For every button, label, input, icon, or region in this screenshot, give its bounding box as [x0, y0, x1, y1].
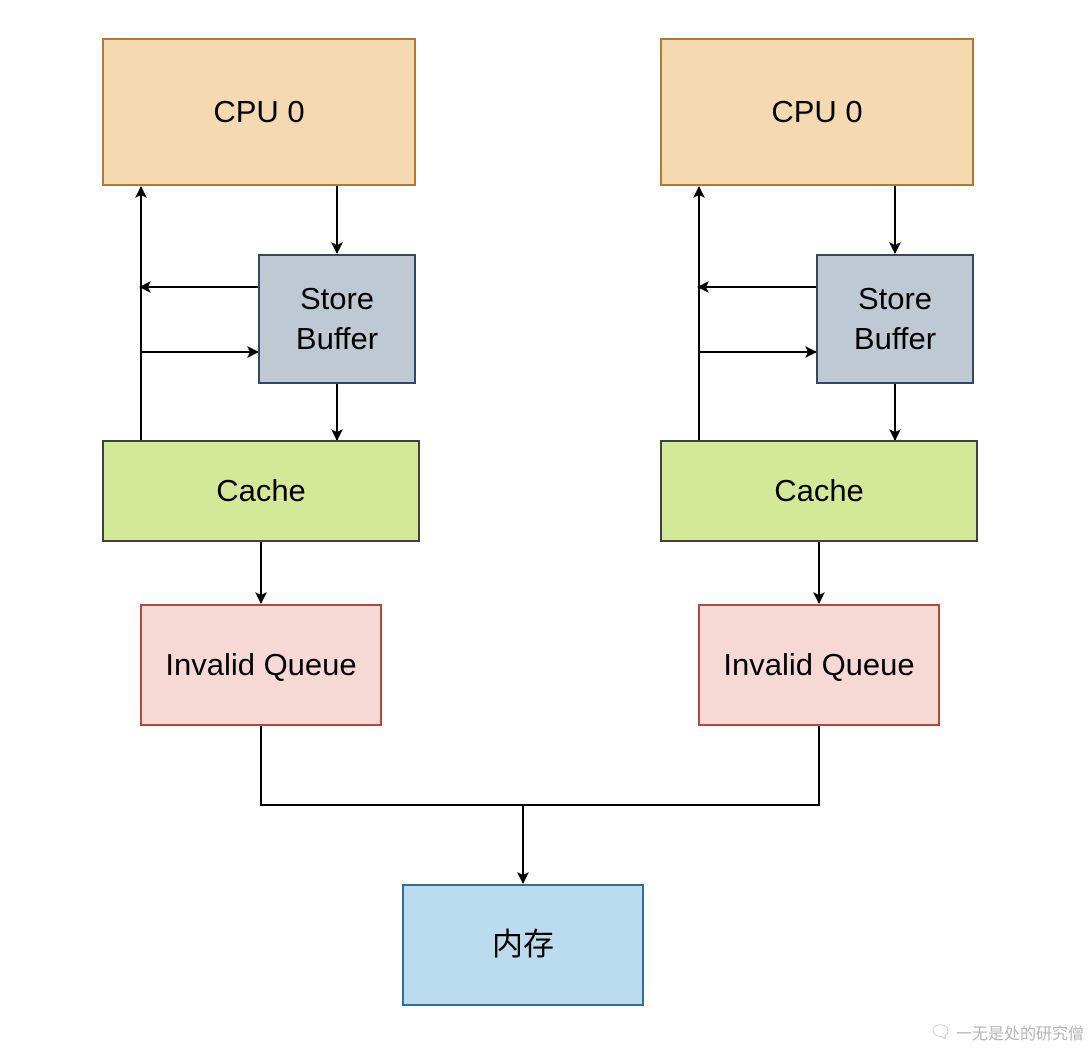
watermark: 🗨 一无是处的研究僧 [929, 1020, 1084, 1044]
cache-label-left: Cache [216, 473, 306, 508]
cache-box-left: Cache [102, 440, 420, 542]
cache-box-right: Cache [660, 440, 978, 542]
invalid-queue-box-right: Invalid Queue [698, 604, 940, 726]
cache-label-right: Cache [774, 473, 864, 508]
cpu-box-left: CPU 0 [102, 38, 416, 186]
cpu-label-right: CPU 0 [771, 94, 863, 129]
connector-invalid-queues-merge [260, 725, 820, 806]
store-buffer-box-right: Store Buffer [816, 254, 974, 384]
store-buffer-label-right: Store Buffer [853, 281, 937, 356]
store-buffer-label-left: Store Buffer [295, 281, 379, 356]
store-buffer-box-left: Store Buffer [258, 254, 416, 384]
cpu-box-right: CPU 0 [660, 38, 974, 186]
invalid-queue-label-left: Invalid Queue [165, 647, 357, 682]
wechat-icon: 🗨 [929, 1021, 952, 1043]
invalid-queue-label-right: Invalid Queue [723, 647, 915, 682]
watermark-text: 一无是处的研究僧 [955, 1024, 1084, 1043]
invalid-queue-box-left: Invalid Queue [140, 604, 382, 726]
cpu-label-left: CPU 0 [213, 94, 305, 129]
memory-label: 内存 [492, 927, 554, 963]
memory-box: 内存 [402, 884, 644, 1006]
